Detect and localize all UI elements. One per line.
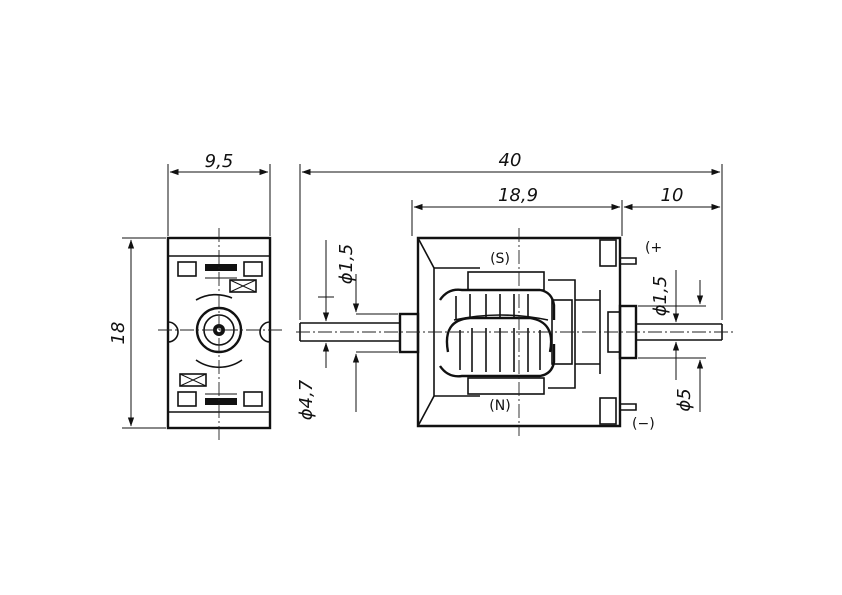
dim-total-length: 40 (499, 150, 522, 171)
motor-housing (416, 236, 622, 428)
dim-side-height: 18 (108, 322, 129, 345)
label-pole-north: (N) (489, 398, 510, 414)
dim-body-length: 18,9 (498, 185, 538, 206)
dim-rear-boss-diameter: ϕ5 (674, 388, 695, 411)
label-terminal-positive: (+ (645, 240, 662, 256)
end-view-dimensions: 9,5 18 (108, 151, 271, 429)
magnet-north (467, 377, 545, 395)
label-terminal-negative: (−) (632, 416, 655, 432)
dim-side-width: 9,5 (205, 151, 234, 172)
main-view-dimensions: 40 18,9 10 ϕ1,5 ϕ4,7 ϕ1,5 ϕ5 (296, 150, 723, 420)
dim-rear-length: 10 (661, 185, 684, 206)
label-pole-south: (S) (490, 251, 510, 267)
dim-front-shaft-diameter: ϕ1,5 (336, 244, 357, 285)
dim-rear-shaft-diameter: ϕ1,5 (650, 276, 671, 317)
dim-front-boss-diameter: ϕ4,7 (296, 379, 317, 420)
main-view: (S) (N) (296, 228, 736, 436)
magnet-south (467, 271, 545, 291)
end-view (158, 228, 282, 440)
